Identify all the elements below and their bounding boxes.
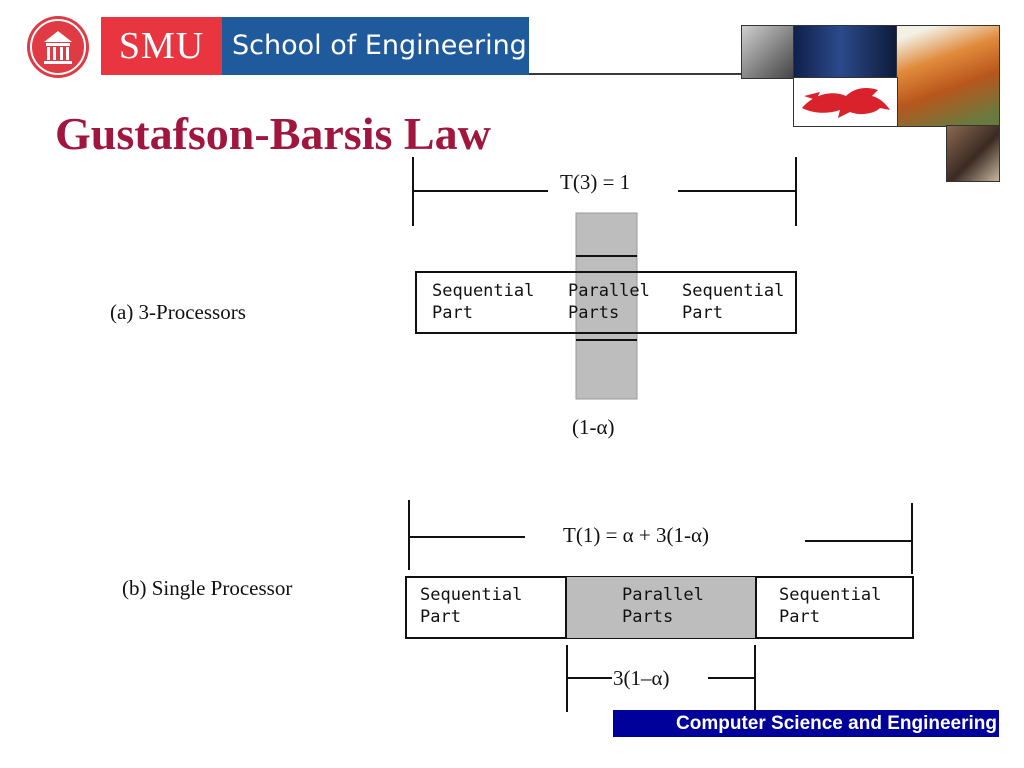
diagram-b-graphics [405, 500, 914, 712]
diagram-a-label: (a) 3-Processors [110, 300, 246, 324]
diagram-b-parallel-time: 3(1–α) [613, 666, 670, 690]
header-rule [529, 73, 799, 75]
diagram-a-graphics [412, 157, 797, 400]
diagram-b-parallel-parts: Parallel Parts [622, 585, 704, 627]
photo-lab [793, 25, 898, 79]
diagram-a-parallel-fraction: (1-α) [572, 415, 615, 439]
logo-blue-panel [222, 17, 529, 75]
diagram-b-sequential-right: Sequential Part [779, 585, 882, 627]
diagram-a-sequential-left: Sequential Part [432, 281, 535, 323]
diagram-a-time-label: T(3) = 1 [560, 170, 631, 194]
slide-title: Gustafson-Barsis Law [55, 108, 491, 159]
diagram-a-sequential-right: Sequential Part [682, 281, 785, 323]
diagram-b-time-label: T(1) = α + 3(1-α) [563, 523, 709, 547]
diagram-b-label: (b) Single Processor [122, 576, 293, 600]
smu-seal-icon [27, 16, 89, 78]
diagram-b-sequential-left: Sequential Part [420, 585, 523, 627]
photo-students [946, 125, 1000, 182]
footer-department: Computer Science and Engineering [613, 710, 999, 737]
logo-school-text: School of Engineering [232, 30, 527, 61]
diagram-a-parallel-parts: Parallel Parts [568, 281, 650, 323]
logo-red-panel [101, 17, 222, 75]
mustang-logo-icon [793, 77, 898, 127]
photo-campus [896, 25, 1000, 127]
logo-smu-text: SMU [118, 25, 205, 67]
